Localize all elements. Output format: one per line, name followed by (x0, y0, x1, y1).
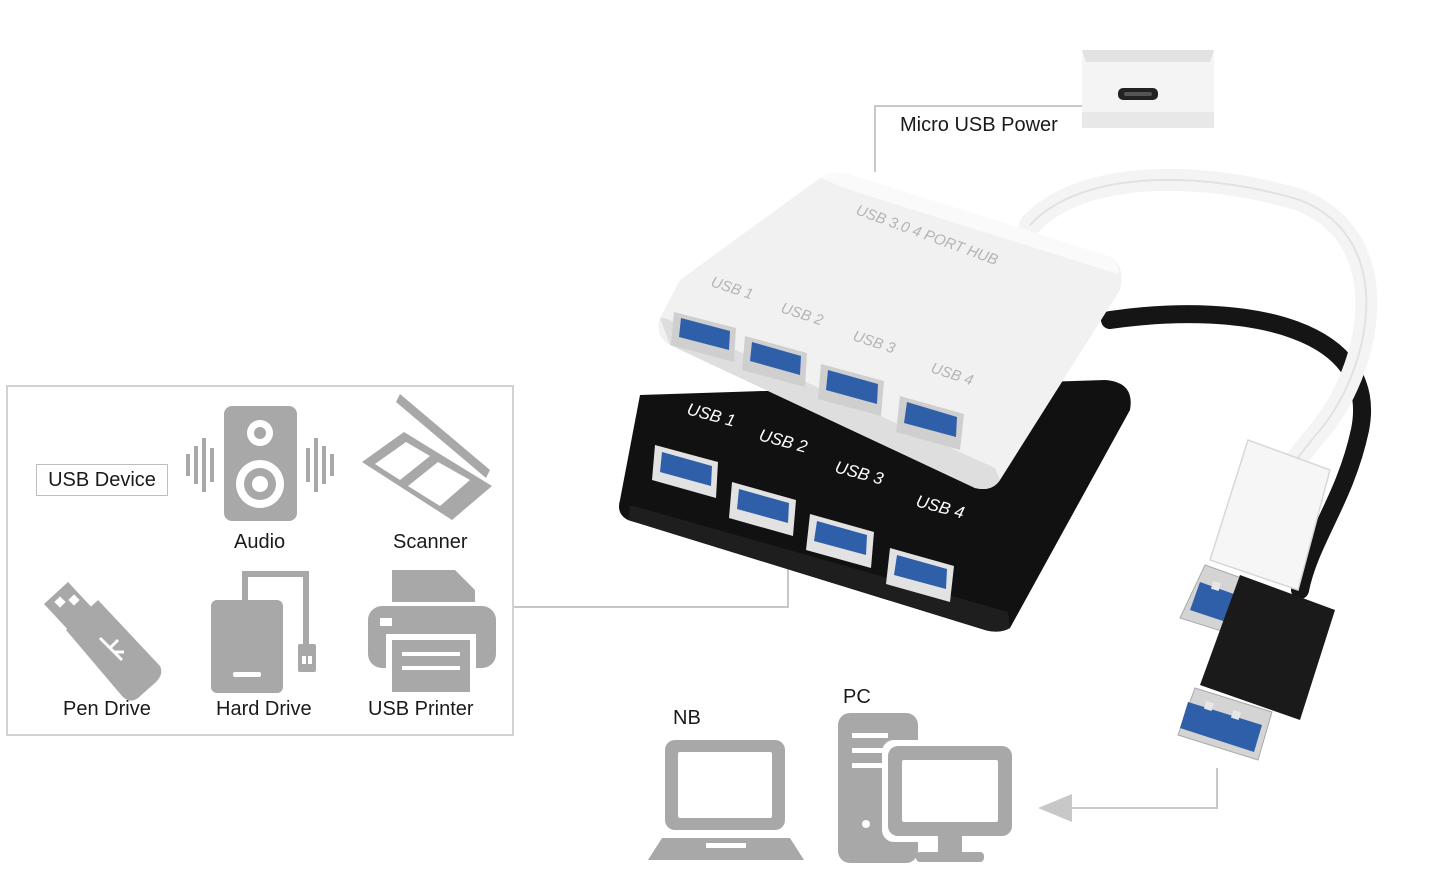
black-hub-port-4 (886, 548, 954, 602)
device-label-pen-drive: Pen Drive (63, 698, 151, 720)
host-label-pc: PC (843, 686, 871, 708)
desktop-pc-icon (838, 713, 1018, 863)
usb-flash-drive-icon (44, 582, 162, 701)
micro-usb-port-inset (1082, 50, 1214, 128)
speaker-icon (186, 406, 334, 521)
black-hub-port-3 (806, 514, 874, 568)
usb-device-panel (6, 385, 514, 736)
white-hub-port-2 (742, 336, 807, 387)
laptop-icon (648, 740, 804, 860)
printer-icon (368, 570, 496, 692)
host-arrow-head (1038, 794, 1072, 822)
black-hub-port-2 (729, 482, 796, 536)
white-hub-port-1 (671, 312, 736, 362)
black-hub-port-1 (652, 445, 718, 498)
device-label-scanner: Scanner (393, 531, 468, 553)
host-arrow-line (1060, 768, 1218, 809)
white-hub-port-3 (818, 364, 884, 416)
power-callout-line (874, 105, 1082, 172)
scanner-icon (362, 394, 492, 520)
device-label-audio: Audio (234, 531, 286, 553)
black-usb-plug (1177, 575, 1335, 761)
host-label-nb: NB (673, 707, 701, 729)
device-label-usb-printer: USB Printer (368, 698, 474, 720)
device-label-hard-drive: Hard Drive (216, 698, 312, 720)
device-panel-line (514, 562, 789, 608)
micro-usb-power-label: Micro USB Power (900, 114, 1058, 136)
usb-device-tag: USB Device (36, 464, 168, 496)
external-hard-drive-icon (211, 571, 316, 693)
white-hub-port-4 (896, 396, 964, 450)
